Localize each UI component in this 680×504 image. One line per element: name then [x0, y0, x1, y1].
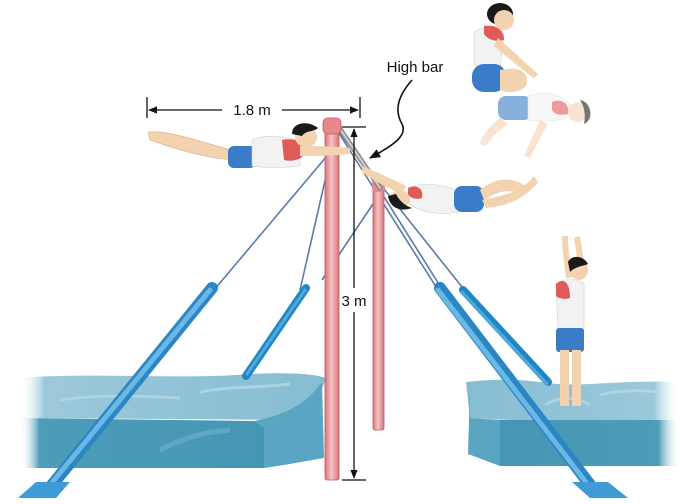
vertical-dimension: 3 m	[341, 126, 367, 481]
brace-right-front	[434, 282, 628, 498]
horizontal-dimension: 1.8 m	[146, 97, 361, 119]
left-landing-mat	[20, 373, 326, 468]
gymnast-landed	[555, 236, 588, 406]
upright-back	[372, 180, 385, 431]
gymnast-tuck-ghost	[480, 92, 591, 158]
distance-label: 1.8 m	[233, 102, 271, 119]
upright-front	[322, 117, 342, 481]
gymnast-tuck	[472, 3, 538, 93]
brace-right-back	[459, 286, 552, 386]
brace-left-front	[18, 282, 218, 498]
gymnast-horizontal	[147, 123, 350, 168]
height-label: 3 m	[341, 293, 366, 310]
gymnast-swing-under	[362, 166, 538, 214]
high-bar-label: High bar	[387, 59, 444, 76]
high-bar-callout: High bar	[369, 59, 444, 159]
brace-left-back	[242, 284, 310, 380]
